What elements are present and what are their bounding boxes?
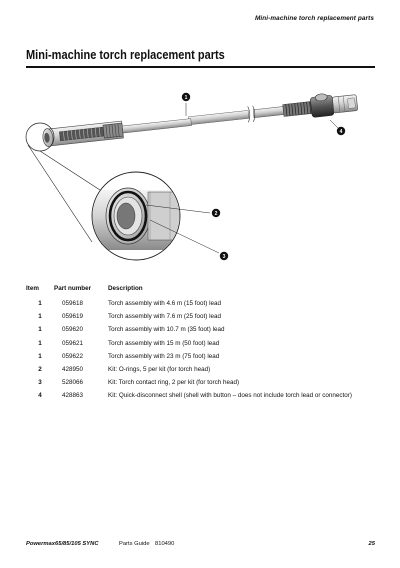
svg-text:2: 2 (215, 211, 218, 217)
footer-page-number: 25 (368, 541, 375, 547)
callout-2: 2 (145, 204, 221, 218)
svg-text:3: 3 (223, 254, 226, 260)
part-number-cell: 059618 (62, 300, 84, 308)
callout-4: 4 (329, 119, 346, 136)
item-cell: 3 (38, 379, 42, 387)
callout-3: 3 (149, 219, 229, 261)
torch-illustration: 1 4 2 3 (25, 92, 358, 261)
item-cell: 1 (38, 300, 42, 308)
item-cell: 2 (38, 366, 42, 374)
table-row: 2 428950 Kit: O-rings, 5 per kit (for to… (26, 363, 352, 376)
item-cell: 4 (38, 392, 42, 400)
page-footer: Powermax65/85/105 SYNC Parts Guide 81049… (26, 541, 375, 551)
table-row: 1 059618 Torch assembly with 4.6 m (15 f… (26, 297, 352, 310)
column-header-part-number: Part number (54, 285, 92, 292)
column-header-item: Item (26, 285, 39, 292)
table-header-row: Item Part number Description (26, 284, 352, 297)
item-cell: 1 (38, 326, 42, 334)
running-head: Mini-machine torch replacement parts (254, 15, 374, 22)
title-rule (26, 66, 375, 68)
description-cell: Kit: Torch contact ring, 2 per kit (for … (108, 379, 240, 387)
part-number-cell: 428863 (62, 392, 84, 400)
table-row: 1 059619 Torch assembly with 7.6 m (25 f… (26, 310, 352, 323)
item-cell: 1 (38, 339, 42, 347)
table-row: 1 059621 Torch assembly with 15 m (50 fo… (26, 337, 352, 350)
table-row: 4 428863 Kit: Quick-disconnect shell (sh… (26, 389, 352, 402)
torch-head-detail (91, 171, 181, 261)
quick-disconnect-shell (310, 93, 358, 118)
svg-text:1: 1 (185, 95, 188, 101)
description-cell: Torch assembly with 15 m (50 foot) lead (108, 339, 220, 347)
description-cell: Kit: Quick-disconnect shell (shell with … (108, 392, 352, 400)
footer-product-name: Powermax65/85/105 SYNC (26, 541, 99, 547)
description-cell: Kit: O-rings, 5 per kit (for torch head) (108, 366, 211, 374)
part-number-cell: 059620 (62, 326, 84, 334)
part-number-cell: 059621 (62, 339, 84, 347)
table-row: 1 059622 Torch assembly with 23 m (75 fo… (26, 350, 352, 363)
torch-lead (42, 93, 358, 147)
part-number-cell: 059619 (62, 313, 84, 321)
item-cell: 1 (38, 352, 42, 360)
parts-table: Item Part number Description 1 059618 To… (26, 284, 352, 403)
table-row: 1 059620 Torch assembly with 10.7 m (35 … (26, 323, 352, 336)
footer-document-number: 810490 (155, 541, 175, 547)
page-title: Mini-machine torch replacement parts (26, 47, 225, 62)
description-cell: Torch assembly with 10.7 m (35 foot) lea… (108, 326, 225, 334)
strain-relief (282, 101, 313, 117)
svg-text:4: 4 (340, 129, 343, 135)
part-number-cell: 059622 (62, 352, 84, 360)
footer-guide-name: Parts Guide (119, 541, 150, 547)
description-cell: Torch assembly with 7.6 m (25 foot) lead (108, 313, 222, 321)
item-cell: 1 (38, 313, 42, 321)
part-number-cell: 528066 (62, 379, 84, 387)
part-number-cell: 428950 (62, 366, 84, 374)
column-header-description: Description (108, 285, 143, 292)
torch-body (42, 120, 124, 147)
description-cell: Torch assembly with 4.6 m (15 foot) lead (108, 300, 222, 308)
table-row: 3 528066 Kit: Torch contact ring, 2 per … (26, 376, 352, 389)
callout-1: 1 (181, 92, 191, 116)
description-cell: Torch assembly with 23 m (75 foot) lead (108, 352, 220, 360)
